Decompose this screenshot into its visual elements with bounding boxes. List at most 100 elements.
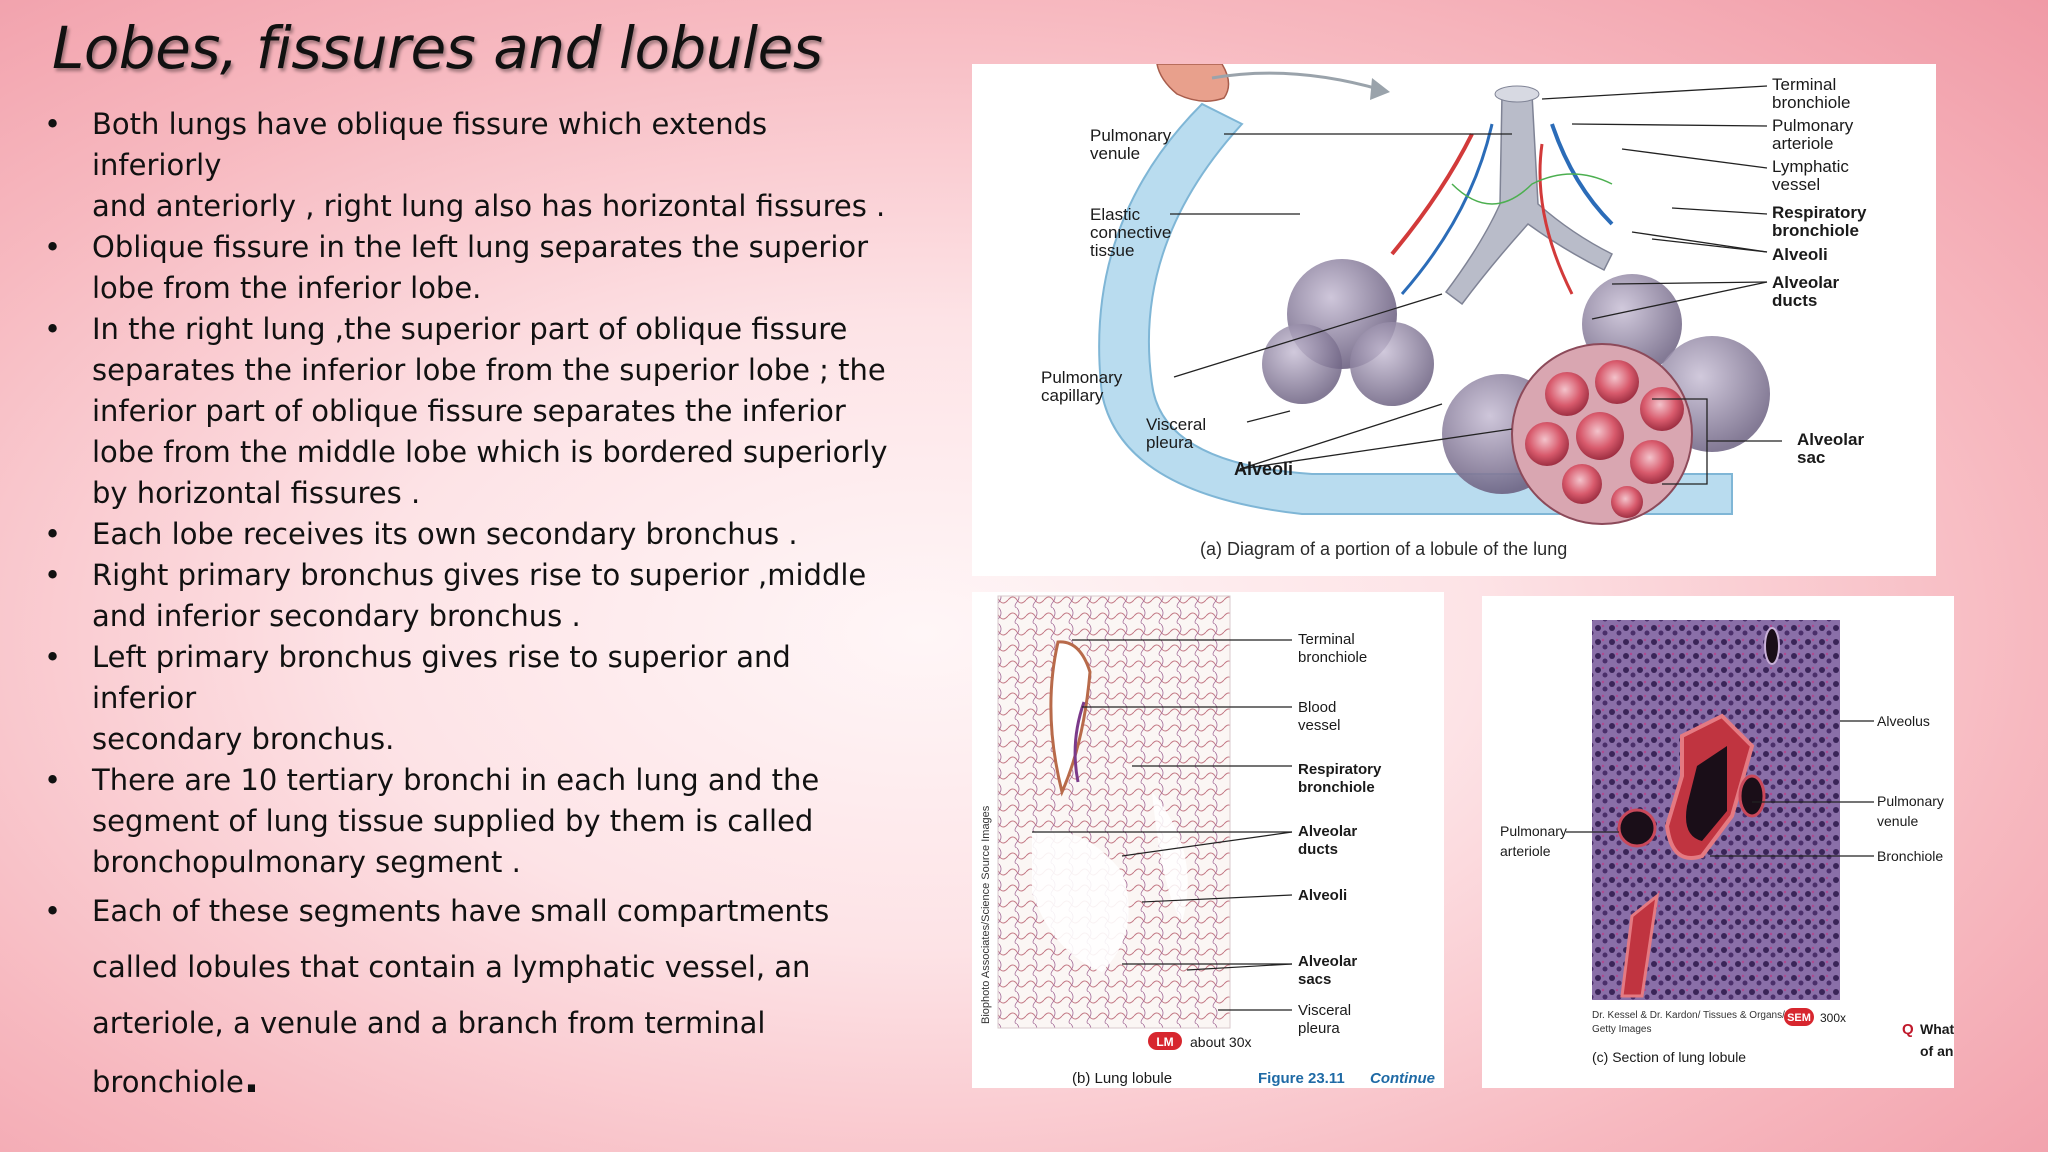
blood-vessel bbox=[1073, 701, 1086, 783]
alveolar-sac-section bbox=[1511, 343, 1693, 525]
bullet-line: There are 10 tertiary bronchi in each lu… bbox=[92, 763, 820, 797]
bullet-line: In the right lung ,the superior part of … bbox=[92, 312, 848, 346]
bullet-line: bronchiole bbox=[92, 1065, 244, 1099]
bullet-line: Both lungs have oblique fissure which ex… bbox=[92, 107, 768, 182]
alveolus bbox=[1764, 627, 1780, 665]
bullet-marker: • bbox=[44, 517, 62, 551]
bullet-line: lobe from the middle lobe which is borde… bbox=[92, 435, 888, 469]
figure-a-caption: (a) Diagram of a portion of a lobule of … bbox=[1200, 539, 1567, 559]
bullet-line: bronchopulmonary segment . bbox=[92, 845, 521, 879]
bullet-item: • Right primary bronchus gives rise to su… bbox=[44, 555, 894, 637]
leader-lines bbox=[1032, 639, 1293, 1011]
figure-number: Figure 23.11 bbox=[1258, 1070, 1345, 1087]
bronchiole-tree bbox=[1390, 85, 1614, 306]
sem-badge bbox=[1784, 1008, 1814, 1026]
label-alveoli: Alveoli bbox=[1298, 887, 1347, 904]
terminal-bronchiole-lumen bbox=[1049, 640, 1092, 797]
bullet-line: Right primary bronchus gives rise to sup… bbox=[92, 558, 867, 592]
bullet-line: Oblique fissure in the left lung separat… bbox=[92, 230, 869, 264]
visceral-pleura-band bbox=[1098, 102, 1733, 515]
figure-c-caption: (c) Section of lung lobule bbox=[1592, 1049, 1746, 1065]
label-bronchiole: Bronchiole bbox=[1877, 848, 1943, 864]
bullet-line: and inferior secondary bronchus . bbox=[92, 599, 581, 633]
alveolar-sac-space bbox=[1152, 792, 1188, 922]
label-alveolus: Alveolus bbox=[1877, 713, 1930, 729]
lung-lobule-micrograph-figure: Biophoto Associates/Science Source Image… bbox=[972, 592, 1444, 1088]
leader-lines bbox=[1170, 85, 1782, 485]
bullet-line: called lobules that contain a lymphatic … bbox=[92, 950, 811, 984]
bullet-line: segment of lung tissue supplied by them … bbox=[92, 804, 814, 838]
bullet-marker: • bbox=[44, 640, 62, 674]
lung-tissue-fragment bbox=[1156, 64, 1230, 102]
leader-lines bbox=[1566, 720, 1874, 857]
pulmonary-arteriole bbox=[1617, 808, 1657, 848]
bullet-line: separates the inferior lobe from the sup… bbox=[92, 353, 886, 387]
lung-lobule-micrograph: Biophoto Associates/Science Source Image… bbox=[980, 595, 1435, 1087]
bullet-list: • Both lungs have oblique fissure which e… bbox=[44, 104, 894, 1110]
bullet-line: Each lobe receives its own secondary bro… bbox=[92, 517, 798, 551]
bullet-marker: • bbox=[44, 763, 62, 797]
alveolar-clusters bbox=[1262, 259, 1770, 494]
bullet-line: secondary bronchus. bbox=[92, 722, 395, 756]
micrograph-credit: Biophoto Associates/Science Source Image… bbox=[980, 805, 992, 1024]
lm-badge-text: LM bbox=[1156, 1035, 1173, 1049]
bullet-line: inferior part of oblique fissure separat… bbox=[92, 394, 846, 428]
bullet-item: • In the right lung ,the superior part of… bbox=[44, 309, 894, 514]
zoom-arrow bbox=[1211, 71, 1383, 92]
label-alveoli-right: Alveoli bbox=[1772, 245, 1828, 264]
bullet-line: by horizontal fissures . bbox=[92, 476, 421, 510]
bullet-line: lobe from the inferior lobe. bbox=[92, 271, 482, 305]
bullet-item: • There are 10 tertiary bronchi in each l… bbox=[44, 760, 894, 883]
magnification-label: about 30x bbox=[1190, 1034, 1252, 1050]
zoom-arrow-head bbox=[1370, 78, 1390, 100]
question-q: Q bbox=[1902, 1021, 1914, 1038]
bullet-marker: • bbox=[44, 558, 62, 592]
bullet-line: Each of these segments have small compar… bbox=[92, 894, 830, 928]
bullet-item: •Oblique fissure in the left lung separa… bbox=[44, 227, 894, 309]
bullet-item: • Each lobe receives its own secondary br… bbox=[44, 514, 894, 555]
label-alveoli-left: Alveoli bbox=[1234, 459, 1293, 479]
bullet-marker: • bbox=[44, 107, 62, 141]
bullet-marker: • bbox=[44, 312, 62, 346]
continued-label: Continue bbox=[1370, 1070, 1435, 1087]
figure-b-caption: (b) Lung lobule bbox=[1072, 1070, 1172, 1087]
pulmonary-venule bbox=[1738, 774, 1766, 818]
bullet-item: • Each of these segments have small compa… bbox=[44, 883, 894, 1110]
bullet-line: arteriole, a venule and a branch from te… bbox=[92, 1006, 766, 1040]
sem-magnification: 300x bbox=[1820, 1011, 1846, 1025]
bullet-item: • Both lungs have oblique fissure which e… bbox=[44, 104, 894, 227]
alveolar-duct-space bbox=[1032, 830, 1129, 972]
slide-title: Lobes, fissures and lobules bbox=[52, 14, 823, 82]
bronchiole-lumen bbox=[1686, 746, 1727, 841]
bullet-item: •Left primary bronchus gives rise to sup… bbox=[44, 637, 894, 760]
bullet-marker: • bbox=[44, 894, 62, 928]
bullet-period: . bbox=[243, 1056, 260, 1102]
bullet-line: and anteriorly , right lung also has hor… bbox=[92, 189, 886, 223]
sem-badge-text: SEM bbox=[1787, 1012, 1811, 1024]
lm-badge bbox=[1148, 1032, 1182, 1050]
sem-credit: Dr. Kessel & Dr. Kardon/ Tissues & Organ… bbox=[1592, 1010, 1785, 1035]
vessel-fragment bbox=[1620, 892, 1660, 998]
